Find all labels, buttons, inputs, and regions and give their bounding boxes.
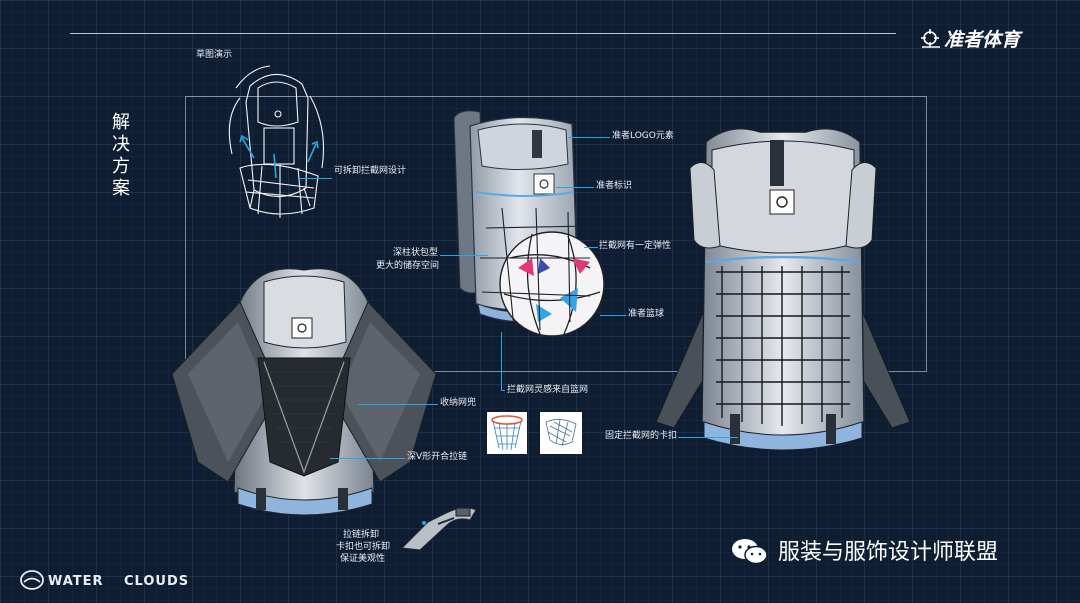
crosshair-logo-icon [921,29,940,48]
label-deep-v-zip: 深V形开合拉链 [407,452,468,462]
large-backpack-front-illustration [655,128,911,451]
label-deep-column-1: 深柱状包型 [393,248,439,258]
label-zip-detach-2: 卡扣也可拆卸 [336,542,391,552]
section-title-char: 案 [112,178,130,199]
label-fixed-buckle: 固定拦截网的卡扣 [605,431,678,441]
label-logo-element: 准者LOGO元素 [612,131,674,141]
leader-line [501,332,502,390]
leader-line [556,187,594,188]
wechat-icon [732,539,768,565]
label-brand-mark: 准者标识 [596,181,633,191]
marker-dot [422,521,426,525]
section-title-char: 决 [112,134,130,155]
leader-line [501,390,505,391]
leader-line [584,247,598,248]
label-sketch-demo: 草图演示 [196,50,233,60]
backpack-with-basketball-illustration [453,110,605,337]
zipper-puller-illustration [400,507,477,551]
leader-line [298,178,332,179]
leader-line [678,437,738,438]
watermark-text: 服装与服饰设计师联盟 [778,540,999,565]
open-backpack-illustration [171,268,437,516]
water-clouds-logo-icon [20,570,44,590]
footer-logo-word: WATER [48,574,104,589]
net-sketch-icon [540,412,582,454]
label-net-elastic: 拦截网有一定弹性 [599,241,672,251]
section-title-char: 方 [112,156,130,177]
label-storage-pocket: 收纳网兜 [440,398,477,408]
leader-line [568,137,610,138]
leader-line [440,255,488,256]
top-rule [70,33,896,34]
label-basketball: 准者篮球 [628,309,665,319]
label-net-inspiration: 拦截网灵感来自篮网 [507,385,589,395]
label-deep-column-2: 更大的储存空间 [376,261,440,271]
sketch-backpack-illustration [228,65,325,218]
basketball-hoop-icon [487,412,527,454]
content-frame [185,96,927,372]
brand-name: 准者体育 [944,29,1021,51]
section-title: 解 决 方 案 [110,112,132,200]
leader-line [330,458,405,459]
label-zip-detach-1: 拉链拆卸 [343,530,380,540]
label-detachable-net: 可拆卸拦截网设计 [334,166,407,176]
label-zip-detach-3: 保证美观性 [340,554,386,564]
leader-line [358,404,438,405]
leader-line [600,315,626,316]
section-title-char: 解 [112,112,130,133]
footer-logo-word: CLOUDS [124,574,190,589]
